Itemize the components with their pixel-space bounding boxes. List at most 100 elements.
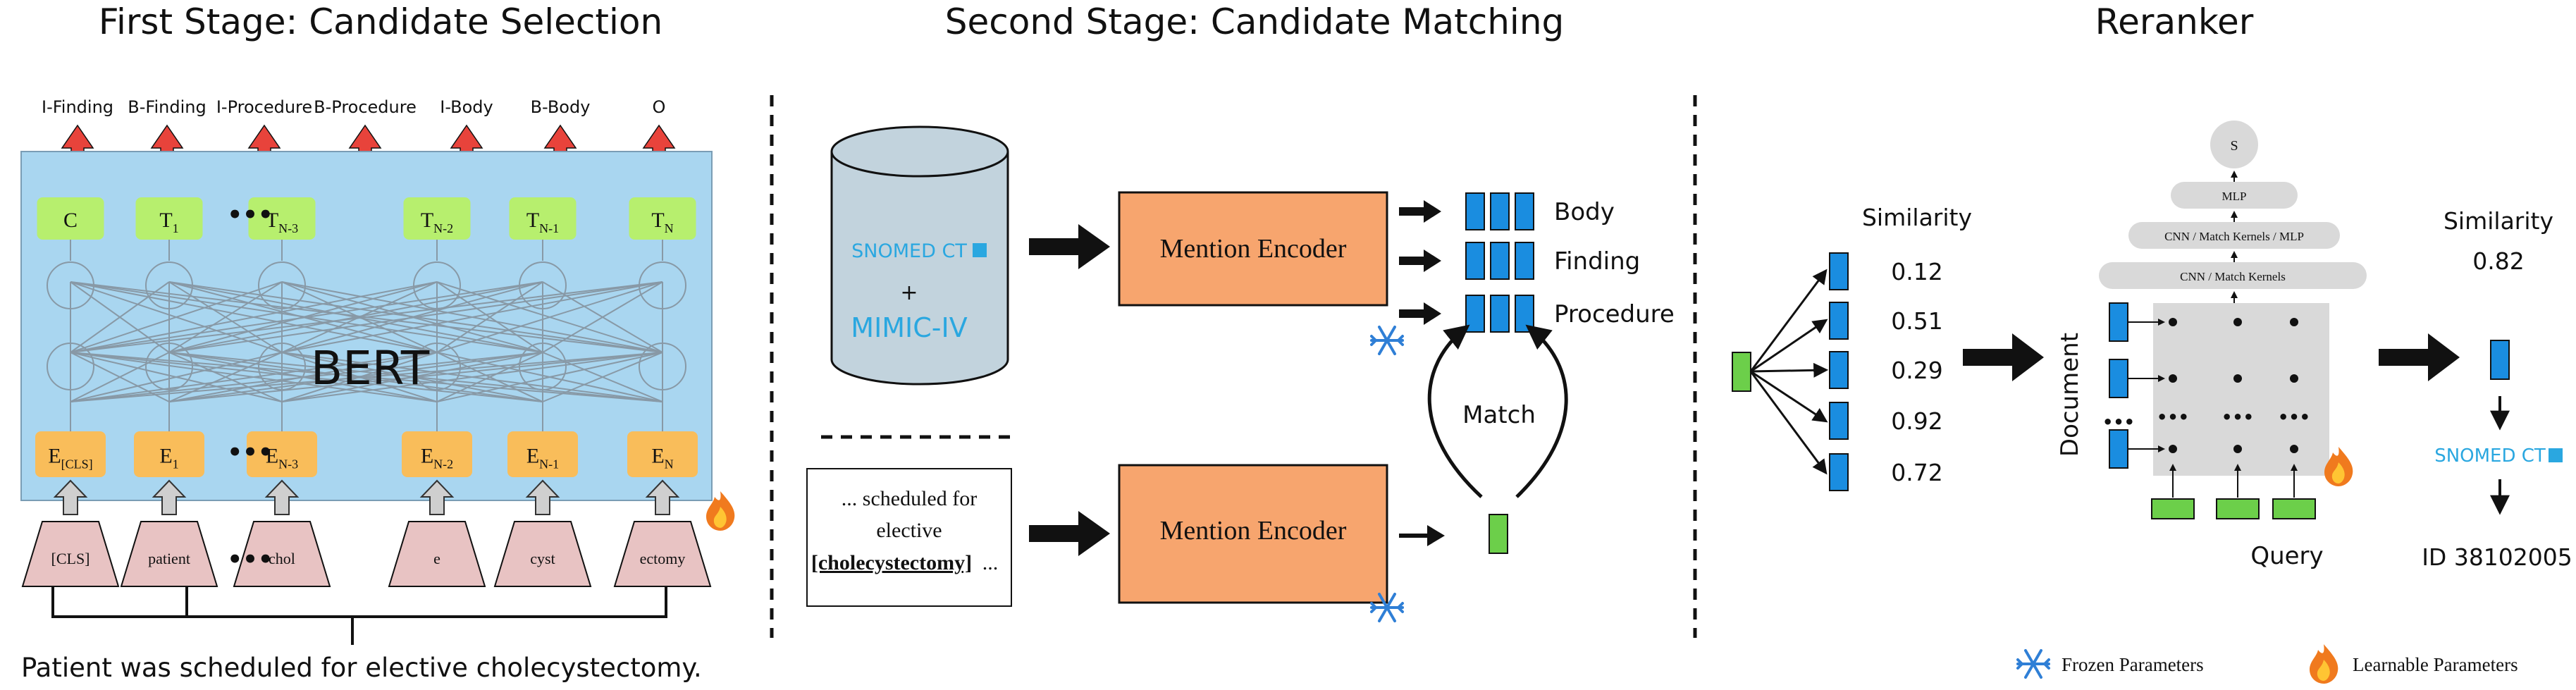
token-4 [493,521,592,587]
to-reranker-arrow [1963,333,2044,381]
candidate-vector [1490,295,1510,333]
embedding-5 [627,431,698,477]
token-0 [21,521,120,587]
input-arrow-2 [264,479,300,515]
hidden-state-0 [37,197,104,240]
final-similarity-header: Similarity [2443,207,2553,235]
svg-text:... scheduled for: ... scheduled for [842,487,977,510]
query-label: Query [2250,542,2323,570]
mimic-label: MIMIC-IV [851,312,967,343]
bert-node [519,343,567,390]
hidden-state-1 [135,197,203,240]
db-to-encoder-arrow [1029,224,1110,269]
svg-text:CNN / Match Kernels / MLP: CNN / Match Kernels / MLP [2164,230,2304,243]
layer-cnn-mlp [2128,222,2340,249]
input-arrow-4 [525,479,560,515]
legend-learnable-icon [2310,644,2338,684]
token-2 [233,521,331,587]
bert-node [145,343,193,390]
candidate-vector [1515,242,1534,280]
to-result-arrow [2379,333,2460,381]
query-token-vector [2216,498,2260,519]
category-label-1: Finding [1554,247,1640,276]
mention-encoder-bottom [1118,464,1388,604]
embedding-0 [35,431,106,477]
reranker-panel: 0.120.510.290.920.72 Similarity CNN / Ma… [1732,121,2572,571]
svg-text:•••: ••• [2102,412,2135,432]
document-token-vector [2109,359,2128,398]
result-snomed-icon [2549,448,2563,462]
svg-text:Mention Encoder: Mention Encoder [1160,234,1347,264]
output-label-4: I-Body [440,97,493,117]
candidate-vector [1515,295,1534,333]
token-ellipsis: ••• [227,546,273,574]
legend-frozen-icon [2016,649,2050,679]
bert-node [639,261,686,309]
bert-node [47,261,94,309]
document-token-vector [2109,302,2128,342]
input-sentence: Patient was scheduled for elective chole… [21,653,702,683]
rerank-candidate-3 [1829,402,1849,440]
best-candidate-vector [2490,340,2510,380]
rerank-candidate-1 [1829,302,1849,340]
result-id: ID 38102005 [2422,543,2572,571]
hidden-state-5 [629,197,696,240]
category-arrow-1 [1399,249,1441,272]
query-vector [1489,514,1508,554]
token-1 [120,521,218,587]
rerank-candidate-4 [1829,453,1849,491]
bert-node [145,261,193,309]
svg-text:cyst: cyst [530,550,555,567]
bert-label: BERT [311,341,430,395]
svg-text:...: ... [982,551,999,574]
svg-text:[CLS]: [CLS] [51,550,90,567]
svg-text:elective: elective [876,519,942,542]
layer-cnn-kernels [2099,262,2367,289]
hidden-state-4 [509,197,577,240]
bert-node [47,343,94,390]
candidate-vector [1465,192,1485,230]
snomed-logo-icon [973,243,987,257]
database-cylinder: SNOMED CT + MIMIC-IV [830,125,1009,386]
bert-node [258,261,306,309]
hidden-ellipsis: ••• [227,201,273,229]
hidden-state-2 [248,197,316,240]
legend-learnable-label: Learnable Parameters [2353,654,2518,675]
input-arrow-3 [419,479,455,515]
candidate-vector [1465,295,1485,333]
category-arrow-0 [1399,200,1441,223]
category-label-2: Procedure [1554,300,1675,328]
output-label-2: I-Procedure [216,97,312,117]
similarity-value-2: 0.29 [1891,357,1942,384]
candidate-vector [1465,242,1485,280]
reranker-query-vector [1732,352,1751,392]
embedding-2 [247,431,317,477]
similarity-value-3: 0.92 [1891,407,1942,435]
svg-text:•••: ••• [2221,407,2254,427]
mention-encoder-top [1118,191,1388,307]
output-label-0: I-Finding [42,97,113,117]
match-label: Match [1462,401,1536,429]
output-label-3: B-Procedure [314,97,417,117]
token-5 [613,521,712,587]
svg-text:•••: ••• [2278,407,2310,427]
similarity-value-4: 0.72 [1891,459,1942,486]
input-arrow-0 [53,479,88,515]
legend-frozen-label: Frozen Parameters [2062,654,2204,675]
encoder-top-frozen-icon [1370,326,1404,355]
svg-text:Mention Encoder: Mention Encoder [1160,516,1347,546]
rerank-candidate-0 [1829,252,1849,290]
input-arrow-5 [645,479,680,515]
reranker-title: Reranker [2095,1,2254,42]
embed-ellipsis: ••• [227,438,273,467]
stage2-panel: SNOMED CT + MIMIC-IV Mention Encoder Men… [806,125,1675,622]
svg-text:+: + [900,281,918,305]
token-3 [388,521,486,587]
svg-text:patient: patient [148,550,190,567]
layer-mlp [2171,182,2298,209]
hidden-state-3 [403,197,471,240]
output-label-5: B-Body [531,97,591,117]
svg-text:e: e [433,550,440,567]
